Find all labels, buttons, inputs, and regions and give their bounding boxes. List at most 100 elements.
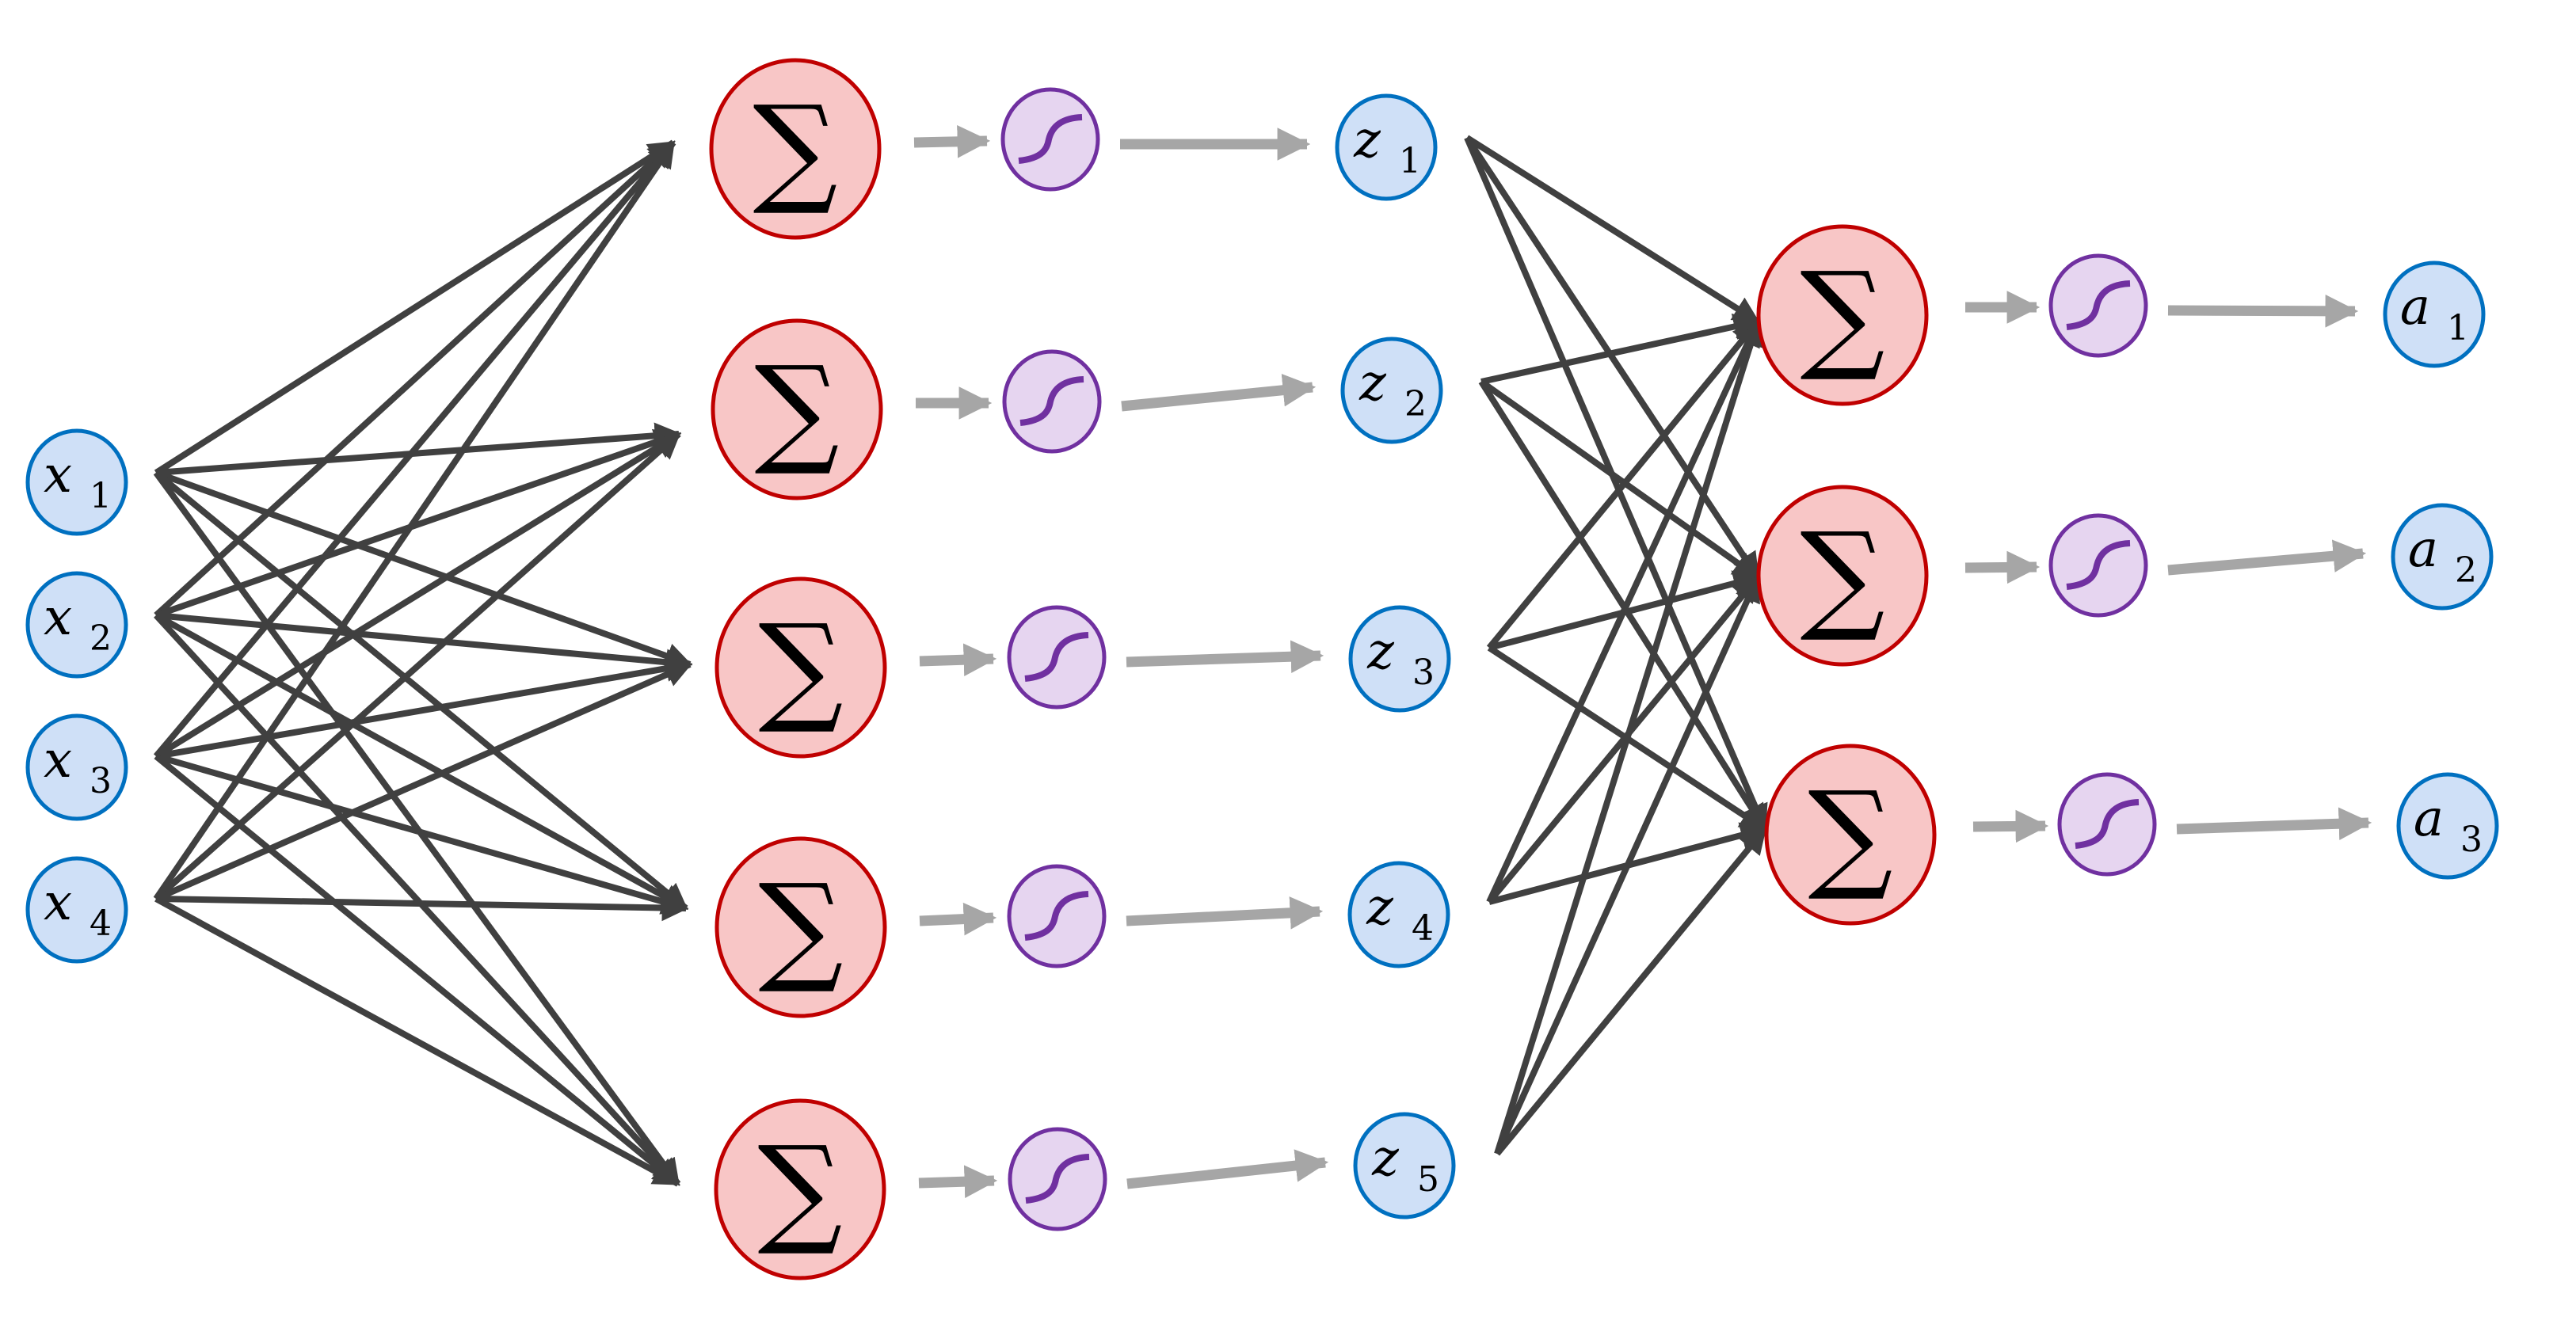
hidden-activation-node-2 [1002,349,1102,454]
edge-x3-to-sum5 [154,753,680,1187]
output-node-a1-subscript: 1 [2447,308,2469,348]
sigmoid-icon [1018,114,1083,164]
edge-x1-to-sum2 [155,422,682,476]
flow-arrows [913,125,2372,1198]
hidden-output-node-z3-label: z [1366,622,1395,681]
hidden-sum-node-2-circle [711,318,883,500]
edge-x3-to-sum3 [155,655,693,759]
hidden-output-node-z4-circle [1347,861,1450,968]
sigmoid-icon [1024,891,1089,941]
hidden-output-node-z3-subscript: 3 [1412,652,1435,693]
hidden-activation-node-1 [1000,87,1100,192]
sum-symbol-icon: ∑ [1800,508,1884,645]
edge-x2-to-sum4 [154,612,688,911]
edge-x4-to-sum2 [154,432,681,901]
flow-sum1-to-activation [913,125,991,158]
flow-out-sum3-to-activation [1972,809,2049,843]
hidden-sum-node-2: ∑ [711,318,883,500]
flow-out-sum2-to-activation [1964,550,2041,584]
edge-z2-to-out-sum1 [1480,314,1761,385]
output-node-a2-subscript: 2 [2455,550,2477,591]
flow-activation3-to-z [1126,640,1324,674]
output-node-a2-circle [2391,503,2494,611]
hidden-to-output-edges [1464,135,1768,1156]
edge-x4-to-sum4 [155,894,689,922]
input-node-x2-circle [25,571,128,679]
output-sum-node-2: ∑ [1756,485,1929,667]
output-node-a1-circle [2383,261,2486,368]
sum-symbol-icon: ∑ [1808,767,1892,904]
input-node-x1-subscript: 1 [90,476,112,516]
sum-symbol-icon: ∑ [753,81,837,219]
hidden-output-node-z2-subscript: 2 [1404,384,1427,424]
output-sum-node-3: ∑ [1764,744,1937,926]
edge-z5-to-out-sum2 [1494,574,1761,1155]
edge-x1-to-sum1 [154,139,676,476]
hidden-sum-node-4-circle [714,836,887,1018]
sum-symbol-icon: ∑ [1800,247,1884,385]
input-to-hidden-edges [153,139,693,1187]
output-sum-node-2-circle [1756,485,1929,667]
edge-x2-to-sum2 [154,429,682,618]
edge-x4-to-sum3 [154,661,693,902]
output-node-a3-label: a [2414,789,2444,848]
edge-x3-to-sum2 [154,431,681,759]
edge-z5-to-out-sum3 [1494,827,1768,1156]
hidden-output-node-z2-label: z [1358,354,1387,413]
edge-z5-to-out-sum1 [1494,318,1763,1155]
flow-out-activation2-to-a [2167,539,2367,576]
input-node-x4-circle [25,856,128,964]
edge-x1-to-sum3 [154,470,693,669]
sigmoid-icon [2066,540,2131,590]
hidden-output-node-z1-label: z [1353,111,1381,169]
output-activation-node-3 [2057,772,2157,877]
input-node-x3-label: x [44,731,72,789]
output-node-a3-subscript: 3 [2460,820,2483,860]
hidden-activation-node-3 [1007,605,1107,710]
hidden-sum-node-3: ∑ [714,576,887,759]
output-sum-node-3-circle [1764,744,1937,926]
input-node-x1-circle [25,428,128,536]
hidden-output-node-z5-circle [1353,1112,1456,1219]
output-node-a2-label: a [2408,520,2438,579]
sigmoid-icon [1019,376,1084,426]
flow-activation5-to-z [1126,1149,1329,1189]
hidden-output-node-z5-label: z [1371,1129,1400,1188]
output-activation-node-1 [2048,253,2148,358]
edge-x2-to-sum1 [154,140,676,618]
edge-z4-to-out-sum1 [1486,318,1761,904]
input-node-x3-circle [25,713,128,821]
output-node-a1-label: a [2400,278,2430,337]
hidden-output-node-z5-subscript: 5 [1417,1159,1439,1200]
hidden-output-node-z1-subscript: 1 [1399,141,1421,181]
input-node-x1-label: x [44,446,72,504]
sum-symbol-icon: ∑ [758,859,843,997]
hidden-sum-node-1-circle [709,58,882,240]
sigmoid-icon [2075,799,2140,849]
flow-activation4-to-z [1126,896,1324,930]
hidden-activation-node-5 [1008,1127,1107,1231]
sigmoid-icon [2066,280,2131,330]
input-node-x3-subscript: 3 [90,761,112,801]
edge-z1-to-out-sum2 [1464,135,1761,580]
edge-x4-to-sum5 [154,896,680,1187]
hidden-sum-node-3-circle [714,576,887,759]
sigmoid-icon [1025,1154,1090,1204]
hidden-sum-node-5-circle [714,1098,886,1280]
sigmoid-icon [1024,632,1089,682]
hidden-output-node-z1-circle [1335,93,1438,201]
flow-sum5-to-activation [918,1165,998,1198]
hidden-activation-node-4 [1007,864,1107,968]
